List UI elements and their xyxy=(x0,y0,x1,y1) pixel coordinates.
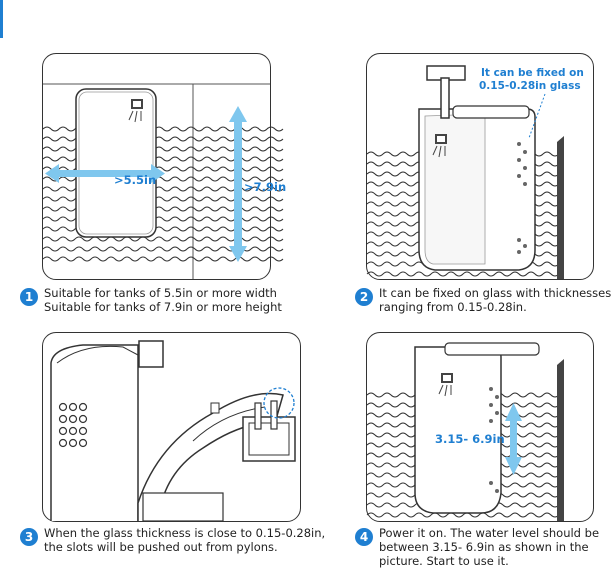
width-label: >5.5in xyxy=(114,173,156,187)
step-4-badge: 4 xyxy=(355,528,373,546)
step-4-line-3: picture. Start to use it. xyxy=(379,554,509,568)
panel-size-requirement: >5.5in >7.9in xyxy=(42,53,286,280)
width-arrow xyxy=(45,164,165,183)
outlet-icon xyxy=(128,99,143,123)
glass-pane xyxy=(557,359,564,521)
vent-dots xyxy=(489,387,499,493)
step-3-caption: 3 When the glass thickness is close to 0… xyxy=(20,526,325,554)
outlet-icon xyxy=(432,134,447,158)
mount-clip xyxy=(444,342,540,356)
size-illustration: >5.5in >7.9in xyxy=(42,83,286,279)
step-4-line-1: Power it on. The water level should be xyxy=(379,526,600,540)
pylon-right xyxy=(270,400,278,430)
callout-line-2: 0.15-0.28in glass xyxy=(479,80,581,92)
step-1-line-2: Suitable for tanks of 7.9in or more heig… xyxy=(44,300,282,314)
step-4-caption: 4 Power it on. The water level should be… xyxy=(355,526,599,568)
step-2-caption: 2 It can be fixed on glass with thicknes… xyxy=(355,286,611,314)
level-arrow xyxy=(505,403,522,475)
pylon-left xyxy=(254,402,262,430)
control-buttons xyxy=(58,402,88,448)
callout-line-1: It can be fixed on xyxy=(481,67,584,79)
water-level-illustration: 3.15- 6.9in xyxy=(366,342,564,521)
detail-highlight-circle xyxy=(263,387,295,419)
level-label: 3.15- 6.9in xyxy=(435,432,505,446)
step-2-line-2: ranging from 0.15-0.28in. xyxy=(379,300,527,314)
glass-pane xyxy=(557,136,564,279)
filter-body xyxy=(414,346,502,514)
step-2-badge: 2 xyxy=(355,288,373,306)
step-3-badge: 3 xyxy=(20,528,38,546)
step-1-caption: 1 Suitable for tanks of 5.5in or more wi… xyxy=(20,286,282,314)
edge-accent-bar xyxy=(0,0,3,38)
vent-dots xyxy=(517,142,527,254)
height-label: >7.9in xyxy=(244,180,286,194)
step-4-line-2: between 3.15- 6.9in as shown in the xyxy=(379,540,589,554)
step-1-badge: 1 xyxy=(20,288,38,306)
step-3-line-1: When the glass thickness is close to 0.1… xyxy=(44,526,326,540)
glass-mount-illustration: It can be fixed on 0.15-0.28in glass xyxy=(366,65,584,279)
step-2-line-1: It can be fixed on glass with thicknesse… xyxy=(379,286,611,300)
slot-housing xyxy=(242,416,296,462)
height-arrow xyxy=(229,106,247,262)
mount-clip xyxy=(138,340,164,368)
step-3-line-2: the slots will be pushed out from pylons… xyxy=(44,540,278,554)
filter-body xyxy=(50,344,139,521)
filter-body xyxy=(75,88,157,238)
panel-water-level: 3.15- 6.9in xyxy=(366,332,594,522)
panel-slot-detail xyxy=(42,332,301,522)
step-1-line-1: Suitable for tanks of 5.5in or more widt… xyxy=(44,286,277,300)
outlet-icon xyxy=(438,373,453,397)
slot-detail-illustration xyxy=(50,340,296,522)
panel-glass-mount: It can be fixed on 0.15-0.28in glass xyxy=(366,53,594,280)
